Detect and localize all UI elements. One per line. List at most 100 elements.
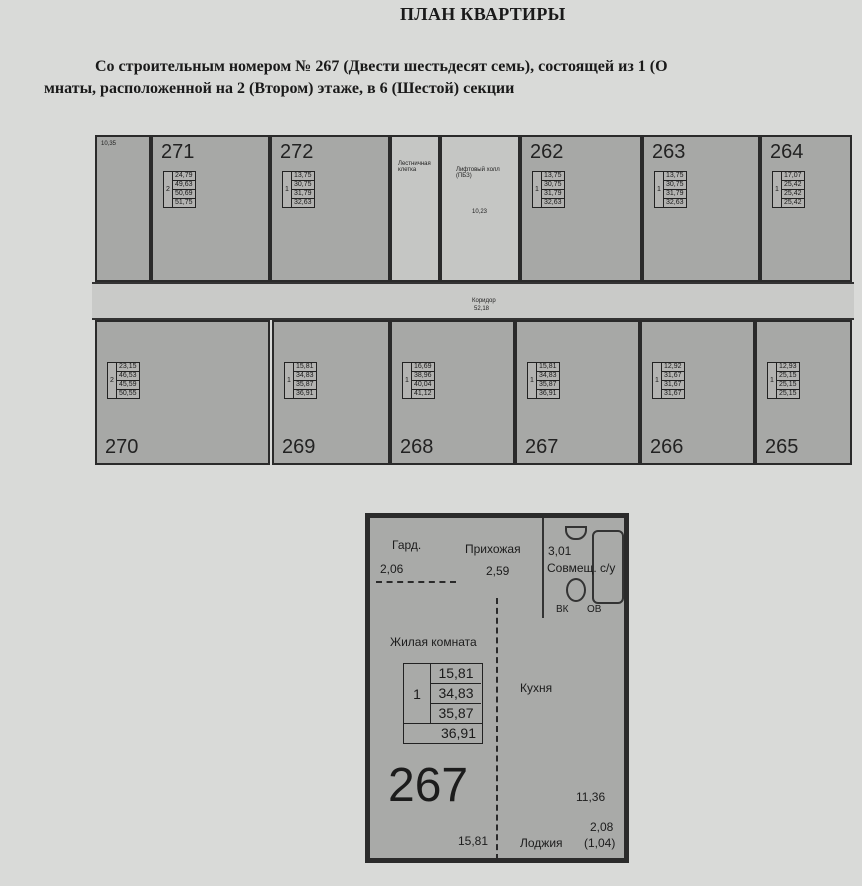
living-room-label: Жилая комната xyxy=(390,635,477,649)
area-value: 30,75 xyxy=(542,181,564,190)
area-value: 15,81 xyxy=(537,363,559,372)
area-value: 34,83 xyxy=(294,372,316,381)
vk-label: ВК xyxy=(556,604,569,615)
area-value: 31,67 xyxy=(662,381,684,390)
apartment-number: 270 xyxy=(105,436,139,458)
area-value: 35,87 xyxy=(294,381,316,390)
hall-label: Прихожая xyxy=(465,542,521,556)
area-value: 25,42 xyxy=(784,199,802,206)
room-count: 1 xyxy=(403,363,412,398)
apartment-number: 269 xyxy=(282,436,316,458)
room-count: 2 xyxy=(108,363,117,398)
apartment-number: 262 xyxy=(530,141,564,163)
lift-area: 10,23 xyxy=(472,209,488,215)
area-value: 13,75 xyxy=(542,172,564,181)
room-count: 1 xyxy=(655,172,664,207)
wardrobe-wall xyxy=(376,581,456,583)
area-value: 25,42 xyxy=(782,190,804,199)
stair-label: Лестничная клетка xyxy=(398,161,431,173)
floor-plan-overview: 10,35 Лестничная клетка Лифтовый холл (П… xyxy=(92,132,854,472)
area-value: 50,55 xyxy=(119,390,137,397)
area-value: 30,75 xyxy=(292,181,314,190)
area-value: 31,67 xyxy=(662,372,684,381)
room-count: 1 xyxy=(528,363,537,398)
wardrobe-area: 2,06 xyxy=(380,562,404,576)
area-value: 34,83 xyxy=(537,372,559,381)
room-count: 2 xyxy=(164,172,173,207)
area-value: 32,63 xyxy=(544,199,562,206)
lift-label: Лифтовый холл (ПБЗ) xyxy=(456,167,500,179)
description-line-2: мнаты, расположенной на 2 (Втором) этаже… xyxy=(44,80,515,97)
hall-area: 2,59 xyxy=(486,564,510,578)
apartment-number: 267 xyxy=(388,759,469,812)
corridor-area: 52,18 xyxy=(474,306,490,312)
room-count: 1 xyxy=(653,363,662,398)
area-full: 36,91 xyxy=(404,723,482,743)
sink-icon xyxy=(565,526,587,540)
area-value: 17,07 xyxy=(782,172,804,181)
corridor-label: Коридор xyxy=(472,298,496,304)
lift-hall: Лифтовый холл (ПБЗ) 10,23 xyxy=(440,135,520,282)
apartment-number: 268 xyxy=(400,436,434,458)
room-count: 1 xyxy=(768,363,777,398)
area-value: 31,79 xyxy=(292,190,314,199)
area-value: 25,15 xyxy=(779,390,797,397)
toilet-icon xyxy=(566,578,586,602)
area-value: 36,91 xyxy=(296,390,314,397)
apartment-number: 265 xyxy=(765,436,799,458)
area-value: 25,15 xyxy=(777,381,799,390)
apartment-number: 272 xyxy=(280,141,314,163)
area-value: 40,04 xyxy=(412,381,434,390)
area-value: 16,69 xyxy=(412,363,434,372)
area-value: 35,87 xyxy=(537,381,559,390)
area-value: 23,15 xyxy=(117,363,139,372)
area-value: 50,69 xyxy=(173,190,195,199)
bathtub-icon xyxy=(592,530,624,604)
kitchen-label: Кухня xyxy=(520,681,553,695)
area-value: 13,75 xyxy=(664,172,686,181)
area-value: 25,15 xyxy=(777,372,799,381)
area-value: 31,79 xyxy=(664,190,686,199)
room-count: 1 xyxy=(285,363,294,398)
apartment-number: 263 xyxy=(652,141,686,163)
area-value: 51,75 xyxy=(175,199,193,206)
area-value: 25,42 xyxy=(782,181,804,190)
apartment-number: 266 xyxy=(650,436,684,458)
description-line-1: Со строительным номером № 267 (Двести ше… xyxy=(95,58,668,75)
wardrobe-label: Гард. xyxy=(392,538,422,552)
area-value: 32,63 xyxy=(666,199,684,206)
area-value: 30,75 xyxy=(664,181,686,190)
area-value: 31,79 xyxy=(542,190,564,199)
loggia-reduced-area: (1,04) xyxy=(584,836,616,850)
area-value: 15,81 xyxy=(294,363,316,372)
area-value: 46,53 xyxy=(117,372,139,381)
room-count: 1 xyxy=(773,172,782,207)
bathroom-wall xyxy=(542,518,545,618)
kitchen-area: 11,36 xyxy=(576,790,606,804)
ov-label: ОВ xyxy=(587,604,602,615)
loggia-label: Лоджия xyxy=(520,836,563,850)
apartment-number: 271 xyxy=(161,141,195,163)
area-living: 15,81 xyxy=(431,664,481,684)
area-total: 34,83 xyxy=(431,684,481,704)
area-value: 32,63 xyxy=(294,199,312,206)
bath-label: Совмещ. с/у xyxy=(547,561,616,575)
